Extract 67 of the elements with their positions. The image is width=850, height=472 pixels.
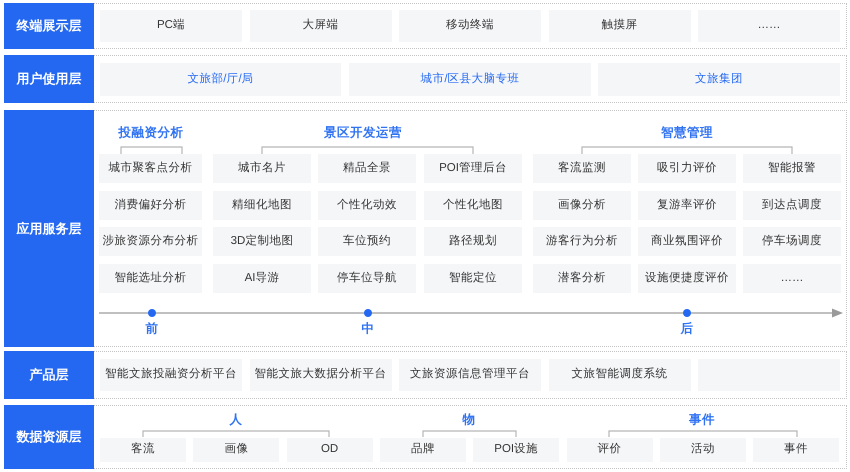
terminal-tile: …… — [698, 10, 840, 42]
service-tile: 停车位导航 — [318, 264, 416, 293]
service-tile: 个性化动效 — [318, 191, 416, 220]
service-tile: 路径规划 — [424, 227, 522, 256]
layer-band — [4, 110, 847, 347]
data-tile: POI设施 — [473, 438, 560, 462]
layer-title: 终端展示层 — [4, 3, 94, 49]
terminal-tile: 大屏端 — [250, 10, 392, 42]
layer-title: 数据资源层 — [4, 405, 94, 469]
user-group-tile: 文旅部/厅/局 — [100, 63, 341, 96]
group-heading: 人 — [230, 412, 242, 429]
service-tile: 涉旅资源分布分析 — [99, 227, 202, 256]
service-tile: 城市名片 — [213, 154, 311, 183]
stage-label: 后 — [680, 320, 694, 338]
service-tile: 智能定位 — [424, 264, 522, 293]
stage-label: 中 — [362, 320, 374, 338]
product-tile: 文旅智能调度系统 — [548, 359, 690, 391]
service-tile: 车位预约 — [318, 227, 416, 256]
layer-title: 产品层 — [4, 351, 94, 399]
data-tile: 事件 — [753, 438, 840, 462]
user-group-tile: 城市/区县大脑专班 — [349, 63, 591, 96]
service-tile: 个性化地图 — [424, 191, 522, 220]
service-tile: 游客行为分析 — [533, 227, 631, 256]
product-tile: 智能文旅大数据分析平台 — [250, 359, 392, 391]
layer-title: 用户使用层 — [4, 55, 94, 103]
data-tile: 活动 — [660, 438, 746, 462]
layer-band — [4, 351, 847, 399]
service-tile: 智能选址分析 — [99, 264, 202, 293]
service-tile: 精细化地图 — [213, 191, 311, 220]
data-tile: OD — [286, 438, 373, 462]
service-tile: 复游率评价 — [638, 191, 736, 220]
terminal-tile: PC端 — [100, 10, 242, 42]
group-heading: 智慧管理 — [661, 124, 713, 142]
user-group-tile: 文旅集团 — [598, 63, 840, 96]
layer-title: 应用服务层 — [4, 110, 94, 347]
service-tile: 城市聚客点分析 — [99, 154, 202, 183]
service-tile: 客流监测 — [533, 154, 631, 183]
terminal-tile: 移动终端 — [399, 10, 541, 42]
service-tile: 潜客分析 — [533, 264, 631, 293]
service-tile: 智能报警 — [743, 154, 841, 183]
product-tile: 智能文旅投融资分析平台 — [100, 359, 242, 391]
service-tile: 到达点调度 — [743, 191, 841, 220]
service-tile: AI导游 — [213, 264, 311, 293]
group-heading: 投融资分析 — [118, 124, 184, 142]
product-tile: 文旅资源信息管理平台 — [399, 359, 541, 391]
service-tile: 商业氛围评价 — [638, 227, 736, 256]
layer-band — [4, 405, 847, 469]
service-tile: 设施便捷度评价 — [638, 264, 736, 293]
service-tile: 3D定制地图 — [213, 227, 311, 256]
service-tile: 停车场调度 — [743, 227, 841, 256]
data-tile: 客流 — [100, 438, 186, 462]
terminal-tile: 触摸屏 — [548, 10, 690, 42]
service-tile: POI管理后台 — [424, 154, 522, 183]
group-heading: 物 — [462, 412, 476, 429]
service-tile: 精品全景 — [318, 154, 416, 183]
service-tile: …… — [743, 264, 841, 293]
layer-band — [4, 55, 847, 103]
service-tile: 吸引力评价 — [638, 154, 736, 183]
data-tile: 品牌 — [380, 438, 466, 462]
data-tile: 评价 — [566, 438, 652, 462]
stage-label: 前 — [146, 320, 158, 338]
group-heading: 景区开发运营 — [324, 124, 402, 142]
data-tile: 画像 — [193, 438, 280, 462]
layer-band — [4, 3, 847, 49]
group-heading: 事件 — [689, 412, 715, 429]
service-tile: 消费偏好分析 — [99, 191, 202, 220]
service-tile: 画像分析 — [533, 191, 631, 220]
